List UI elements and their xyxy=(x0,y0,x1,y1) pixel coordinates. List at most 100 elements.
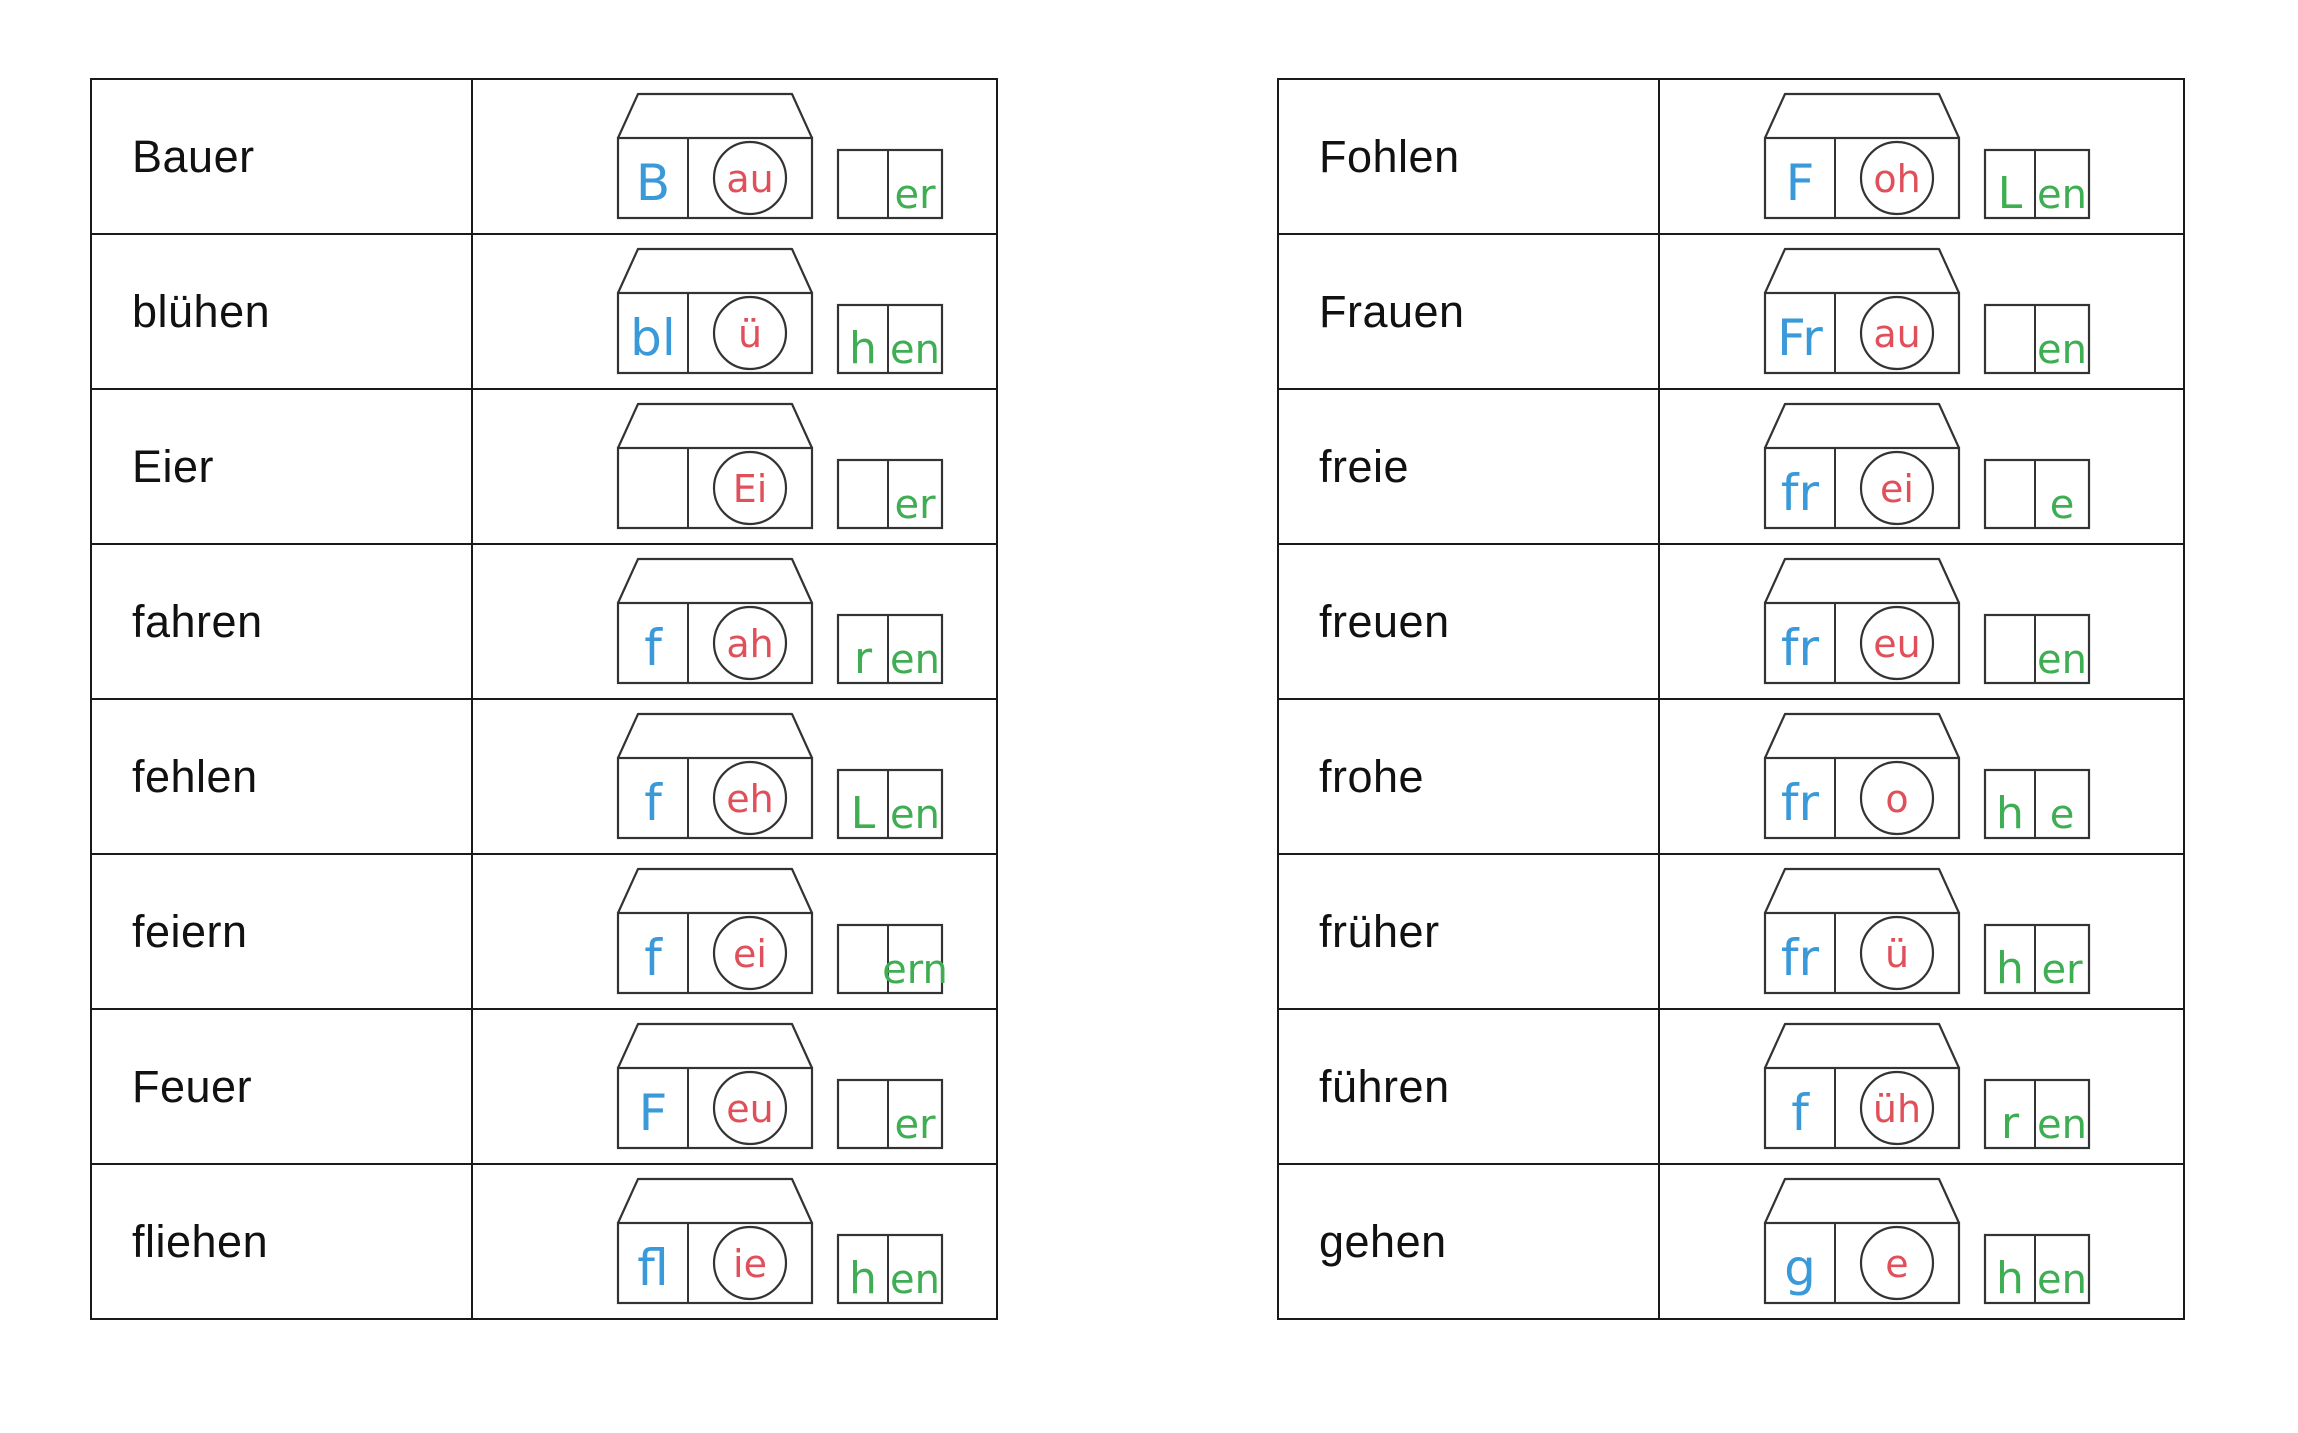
garage-box xyxy=(836,303,944,375)
onset-letters: fr xyxy=(1781,619,1820,677)
garage-ending-letters: en xyxy=(2037,172,2087,218)
onset-letters: F xyxy=(639,1084,668,1142)
syllable-house-drawing: fr eu en xyxy=(1763,557,2091,685)
garage-first-letter: h xyxy=(1996,788,2024,839)
onset-letters: fl xyxy=(637,1239,669,1297)
garage-box xyxy=(1983,458,2091,530)
word-label: fehlen xyxy=(90,698,473,855)
garage-first-letter: L xyxy=(851,788,876,839)
word-label: feiern xyxy=(90,853,473,1010)
garage-first-letter: h xyxy=(1996,943,2024,994)
house-body xyxy=(1763,1066,1961,1150)
nucleus-letters: ei xyxy=(1880,467,1914,511)
nucleus-circle xyxy=(1859,1070,1935,1146)
nucleus-circle xyxy=(712,295,788,371)
nucleus-circle xyxy=(712,1070,788,1146)
word-label: fliehen xyxy=(90,1163,473,1320)
house-body xyxy=(616,1221,814,1305)
garage-first-letter: L xyxy=(1998,168,2023,219)
house-roof xyxy=(616,712,814,759)
garage-box xyxy=(1983,1233,2091,1305)
word-label: Bauer xyxy=(90,78,473,235)
nucleus-letters: eu xyxy=(726,1087,773,1131)
nucleus-circle xyxy=(712,140,788,216)
word-label: Fohlen xyxy=(1277,78,1660,235)
nucleus-letters: ah xyxy=(726,622,773,666)
onset-letters: g xyxy=(1784,1239,1816,1297)
house-roof xyxy=(616,92,814,139)
house-roof xyxy=(616,402,814,449)
garage-ending-letters: en xyxy=(2037,1257,2087,1303)
syllable-house-cell: fr ei e xyxy=(1658,388,2185,545)
house-roof xyxy=(1763,557,1961,604)
onset-letters: Fr xyxy=(1777,309,1823,367)
garage-first-letter: r xyxy=(854,633,873,684)
garage-ending-letters: e xyxy=(2050,482,2075,528)
nucleus-letters: ei xyxy=(733,932,767,976)
garage-first-letter: h xyxy=(1996,1253,2024,1304)
house-body xyxy=(616,601,814,685)
garage-box xyxy=(836,1233,944,1305)
word-label: Eier xyxy=(90,388,473,545)
garage-ending-letters: er xyxy=(894,482,936,528)
onset-letters: f xyxy=(644,619,663,677)
nucleus-circle xyxy=(712,1225,788,1301)
garage-box xyxy=(1983,768,2091,840)
garage-ending-letters: er xyxy=(2041,947,2083,993)
house-body xyxy=(1763,1221,1961,1305)
house-body xyxy=(1763,136,1961,220)
house-body xyxy=(616,291,814,375)
garage-box xyxy=(836,613,944,685)
nucleus-letters: o xyxy=(1885,777,1908,821)
nucleus-circle xyxy=(1859,1225,1935,1301)
house-roof xyxy=(1763,1022,1961,1069)
nucleus-letters: eu xyxy=(1873,622,1920,666)
nucleus-letters: au xyxy=(726,157,773,201)
garage-box xyxy=(836,458,944,530)
onset-letters: B xyxy=(636,154,670,212)
garage-first-letter: h xyxy=(849,1253,877,1304)
garage-ending-letters: en xyxy=(2037,637,2087,683)
house-roof xyxy=(616,1177,814,1224)
syllable-house-drawing: f ei ern xyxy=(616,867,946,995)
garage-ending-letters: en xyxy=(2037,1102,2087,1148)
word-label: blühen xyxy=(90,233,473,390)
nucleus-letters: ie xyxy=(733,1242,767,1286)
word-label: fahren xyxy=(90,543,473,700)
onset-letters: fr xyxy=(1781,464,1820,522)
house-body xyxy=(616,756,814,840)
house-roof xyxy=(616,247,814,294)
garage-ending-letters: ern xyxy=(882,947,946,993)
word-label: freie xyxy=(1277,388,1660,545)
garage-first-letter: h xyxy=(849,323,877,374)
word-label: Feuer xyxy=(90,1008,473,1165)
garage-ending-letters: e xyxy=(2050,792,2075,838)
garage-box xyxy=(836,923,944,995)
onset-letters: f xyxy=(644,929,663,987)
garage-box xyxy=(1983,1078,2091,1150)
